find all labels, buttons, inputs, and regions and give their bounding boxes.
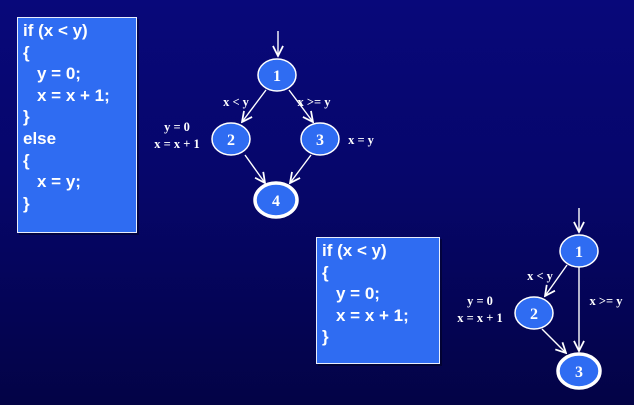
code-line: y = 0; bbox=[37, 64, 81, 84]
edge-1-3 bbox=[288, 89, 313, 122]
cfg-graph-if-else: 1 2 3 4 x < y x >= y y = 0 x = x + 1 x =… bbox=[154, 31, 375, 219]
node-2-annotation-line1: y = 0 bbox=[164, 120, 190, 134]
code-line: } bbox=[23, 107, 30, 127]
code-line: if (x < y) bbox=[23, 21, 88, 40]
edge-label-x-lt-y: x < y bbox=[223, 95, 250, 109]
node-3-exit bbox=[556, 352, 602, 390]
node-3-label: 3 bbox=[316, 132, 324, 149]
code-block-if: if (x < y) { y = 0; x = x + 1; } bbox=[316, 237, 440, 364]
edge-2-4 bbox=[244, 154, 265, 183]
node-2-label: 2 bbox=[530, 306, 538, 323]
cfg-graph-if: 1 2 3 x < y x >= y y = 0 x = x + 1 bbox=[457, 208, 624, 390]
node-4-label: 4 bbox=[272, 193, 280, 210]
code-line: { bbox=[23, 150, 30, 170]
node-2 bbox=[514, 296, 554, 330]
node-3-label: 3 bbox=[575, 364, 583, 381]
node-2-annotation-line2: x = x + 1 bbox=[154, 137, 200, 151]
code-line: else bbox=[23, 128, 57, 148]
code-block-if-else: if (x < y) { y = 0; x = x + 1; } else { … bbox=[17, 17, 137, 233]
node-2-label: 2 bbox=[227, 132, 235, 149]
code-line: if (x < y) bbox=[322, 241, 387, 260]
node-1-label: 1 bbox=[273, 68, 281, 85]
edge-label-x-ge-y: x >= y bbox=[590, 294, 624, 308]
code-line: } bbox=[322, 327, 329, 347]
node-4-exit bbox=[253, 181, 299, 219]
node-1 bbox=[559, 234, 599, 268]
edge-1-2 bbox=[242, 89, 267, 122]
code-line: } bbox=[23, 193, 30, 213]
code-line: { bbox=[322, 262, 329, 282]
edge-3-4 bbox=[290, 154, 312, 183]
edge-1-2 bbox=[545, 264, 568, 296]
node-2 bbox=[211, 122, 251, 156]
code-line: y = 0; bbox=[336, 284, 380, 304]
node-1-label: 1 bbox=[575, 244, 583, 261]
node-2-annotation-line1: y = 0 bbox=[467, 294, 493, 308]
node-1 bbox=[257, 58, 297, 92]
code-line: x = y; bbox=[37, 172, 81, 192]
code-line: x = x + 1; bbox=[37, 85, 110, 105]
node-3 bbox=[300, 122, 340, 156]
code-line: { bbox=[23, 42, 30, 62]
code-line: x = x + 1; bbox=[336, 305, 409, 325]
edge-label-x-lt-y: x < y bbox=[527, 269, 554, 283]
node-2-annotation-line2: x = x + 1 bbox=[457, 311, 503, 325]
edge-2-3 bbox=[541, 328, 566, 353]
node-3-annotation: x = y bbox=[348, 133, 375, 147]
edge-label-x-ge-y: x >= y bbox=[298, 95, 332, 109]
